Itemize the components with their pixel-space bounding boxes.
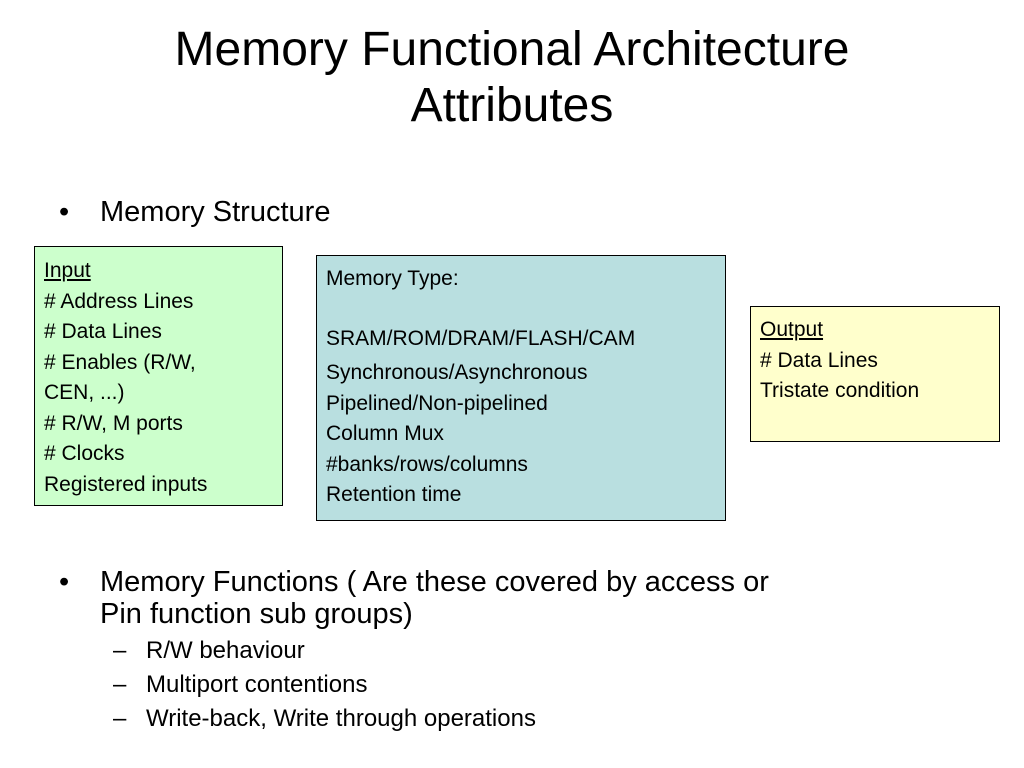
memory-line: Column Mux (326, 422, 444, 445)
memory-line: Pipelined/Non-pipelined (326, 391, 548, 415)
input-line: # Address Lines (44, 289, 194, 313)
output-box: Output # Data Lines Tristate condition (750, 306, 1000, 442)
input-line: CEN, ...) (44, 381, 125, 404)
sub-bullet-text: Write-back, Write through operations (146, 705, 536, 732)
memory-type-label: Memory Type: (326, 267, 459, 290)
input-line: # Enables (R/W, (44, 350, 196, 374)
input-line: # Clocks (44, 442, 125, 465)
memory-line: #banks/rows/columns (326, 452, 528, 476)
bullet-marker: • (59, 566, 70, 598)
input-line: # Data Lines (44, 320, 162, 343)
bullet-text: Memory Functions ( Are these covered by … (100, 566, 769, 630)
memory-type-box: Memory Type: SRAM/ROM/DRAM/FLASH/CAM Syn… (316, 255, 726, 521)
bullet-memory-structure: • Memory Structure (59, 196, 659, 230)
input-heading: Input (44, 259, 91, 282)
bullet-text-line-1: Memory Functions ( Are these covered by … (100, 566, 769, 598)
input-line: Registered inputs (44, 472, 208, 496)
spacer (326, 295, 716, 324)
memory-type-value: SRAM/ROM/DRAM/FLASH/CAM (326, 326, 636, 350)
title-line-1: Memory Functional Architecture (174, 23, 850, 76)
bullet-text-line-2: Pin function sub groups) (100, 598, 413, 630)
slide-title: Memory Functional Architecture Attribute… (40, 22, 984, 134)
sub-bullet-text: R/W behaviour (146, 637, 305, 664)
memory-line: Synchronous/Asynchronous (326, 361, 588, 384)
output-heading: Output (760, 318, 824, 341)
input-line: # R/W, M ports (44, 411, 183, 435)
output-line: Tristate condition (760, 379, 920, 402)
title-line-2: Attributes (410, 79, 614, 132)
sub-bullet-marker: – (113, 705, 127, 732)
bullet-memory-functions: • Memory Functions ( Are these covered b… (59, 566, 959, 636)
bullet-text: Memory Structure (100, 196, 331, 228)
memory-line: Retention time (326, 483, 462, 506)
bullet-marker: • (59, 196, 70, 228)
sub-bullet-marker: – (113, 671, 127, 698)
sub-bullet-text: Multiport contentions (146, 671, 368, 698)
output-line: # Data Lines (760, 348, 878, 372)
sub-bullet-marker: – (113, 637, 127, 664)
input-box: Input # Address Lines # Data Lines # Ena… (34, 246, 283, 506)
